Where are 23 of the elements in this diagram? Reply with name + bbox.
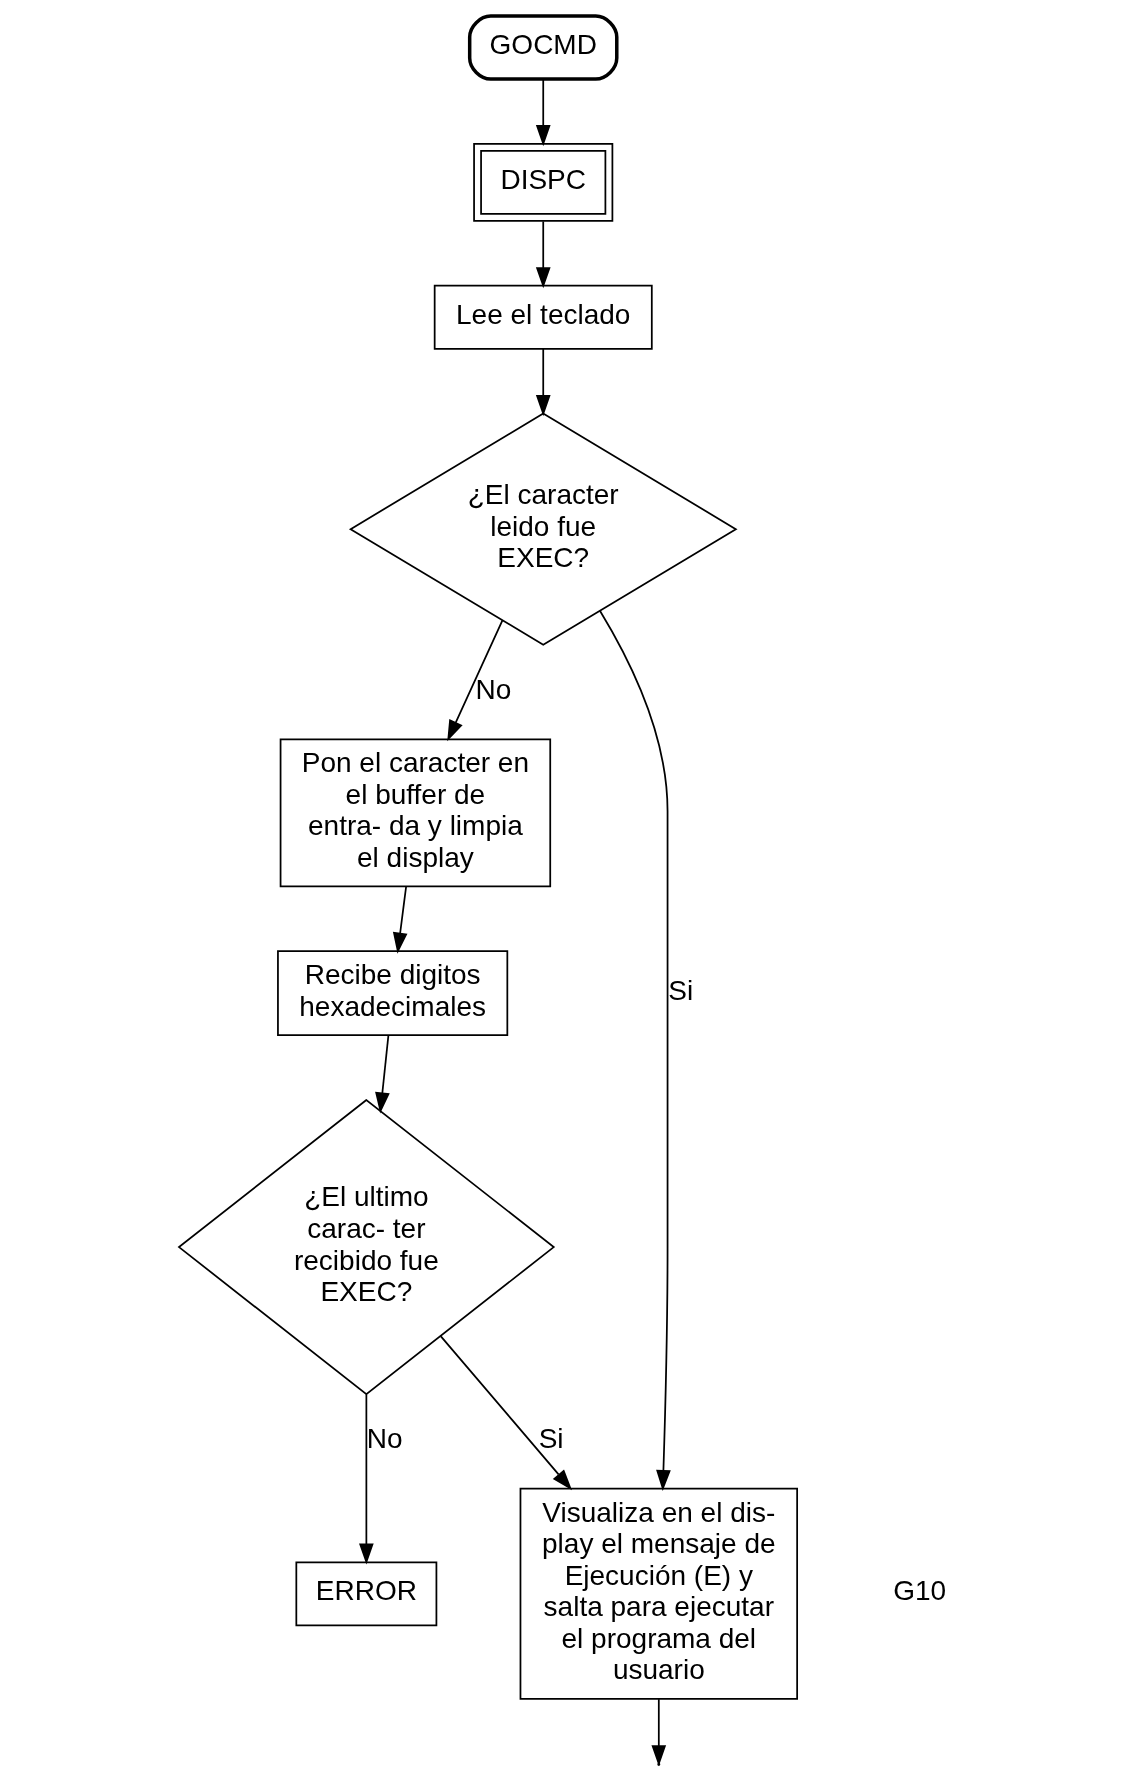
arrow [375,1034,390,1114]
arrow [535,78,551,147]
node-diamond: ¿El caracter leido fue EXEC? [348,412,738,646]
arrow [440,1335,573,1491]
edge-label: Si [538,1423,564,1455]
arrow [599,609,671,1492]
arrow [535,348,551,417]
arrow [359,1393,374,1565]
arrow [535,220,551,289]
node-box: Visualiza en el dis- play el mensaje de Ejecución (E) y salta para ejecutar el programa del usuario [519,1487,798,1700]
arrow [392,885,408,954]
edge-label: Si [668,974,694,1006]
node-box: Pon el caracter en el buffer de entra- da y limpia el display [279,738,552,888]
node-box: Recibe digitos hexadecimales [277,950,509,1037]
node-box: GOCMD [467,14,619,81]
edge-label: No [366,1423,403,1455]
node-box: ERROR [295,1561,438,1627]
arrow [447,619,504,742]
edge-label: No [475,673,512,705]
label: G10 [893,1575,947,1607]
node-box: DISPC [473,143,614,222]
node-diamond: ¿El ultimo carac- ter recibido fue EXEC? [177,1098,556,1396]
node-box: Lee el teclado [433,284,653,350]
